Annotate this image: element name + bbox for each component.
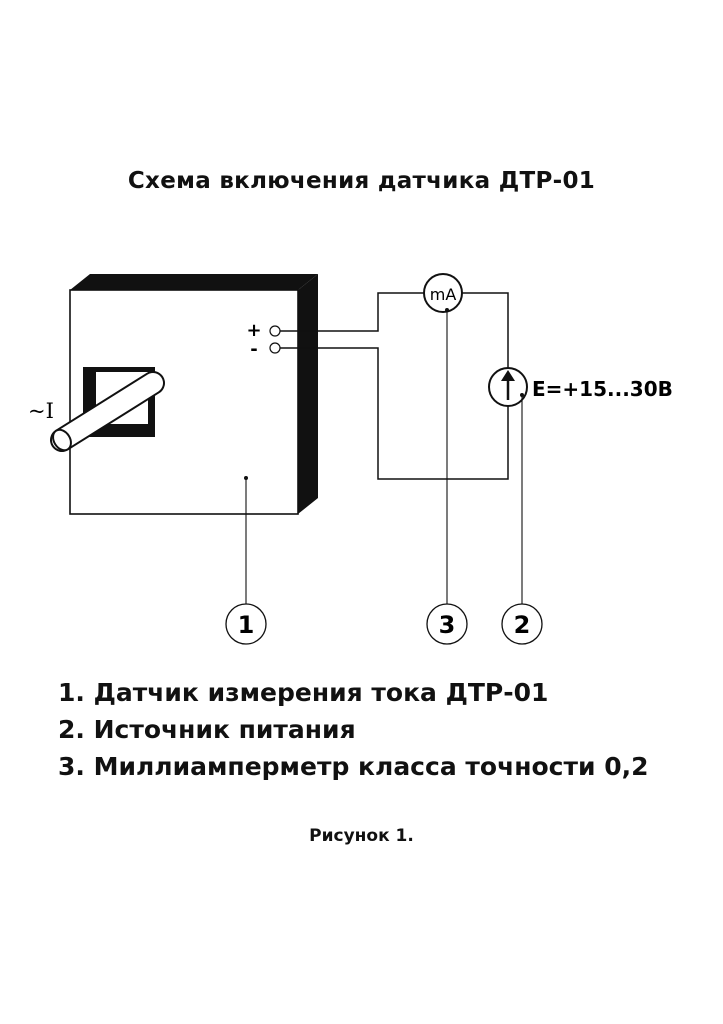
power-source: E=+15...30B [488, 367, 673, 407]
legend-item-power-source: 2. Источник питания [58, 715, 356, 744]
callout-1: 1 [225, 603, 267, 645]
terminal-plus-label: + [246, 320, 261, 341]
wire-plus [280, 292, 424, 332]
current-label: ~I [28, 399, 54, 423]
arrow-up-head [501, 370, 515, 381]
leader-dot-2 [520, 393, 524, 397]
figure-caption: Рисунок 1. [309, 826, 414, 846]
wire-minus-return [280, 347, 509, 480]
conductor [50, 371, 165, 452]
legend-item-sensor: 1. Датчик измерения тока ДТР-01 [58, 678, 549, 707]
legend-item-milliammeter: 3. Миллиамперметр класса точности 0,2 [58, 752, 649, 781]
milliammeter-circle [423, 273, 463, 313]
conductor-end [52, 428, 72, 452]
leader-dot-3 [445, 308, 449, 312]
callout-2-label: 2 [514, 611, 531, 639]
voltage-label: E=+15...30B [532, 377, 673, 401]
leaders [245, 310, 523, 604]
callout-2: 2 [501, 603, 543, 645]
leader-dot-1 [244, 476, 248, 480]
milliammeter-label: mA [430, 285, 457, 304]
terminal-minus-label: - [250, 339, 257, 360]
legend-list: 1. Датчик измерения тока ДТР-01 2. Источ… [58, 674, 649, 785]
sensor-shadow-right [298, 274, 318, 514]
wires [280, 292, 509, 480]
callout-1-label: 1 [238, 611, 255, 639]
terminal-plus [269, 325, 281, 337]
callout-3: 3 [426, 603, 468, 645]
page-title: Схема включения датчика ДТР-01 [127, 168, 596, 194]
sensor-shadow-top [70, 274, 318, 290]
terminal-minus [269, 342, 281, 354]
callout-3-label: 3 [439, 611, 456, 639]
milliammeter: mA [423, 273, 463, 313]
wire-meter-to-source [462, 292, 509, 368]
